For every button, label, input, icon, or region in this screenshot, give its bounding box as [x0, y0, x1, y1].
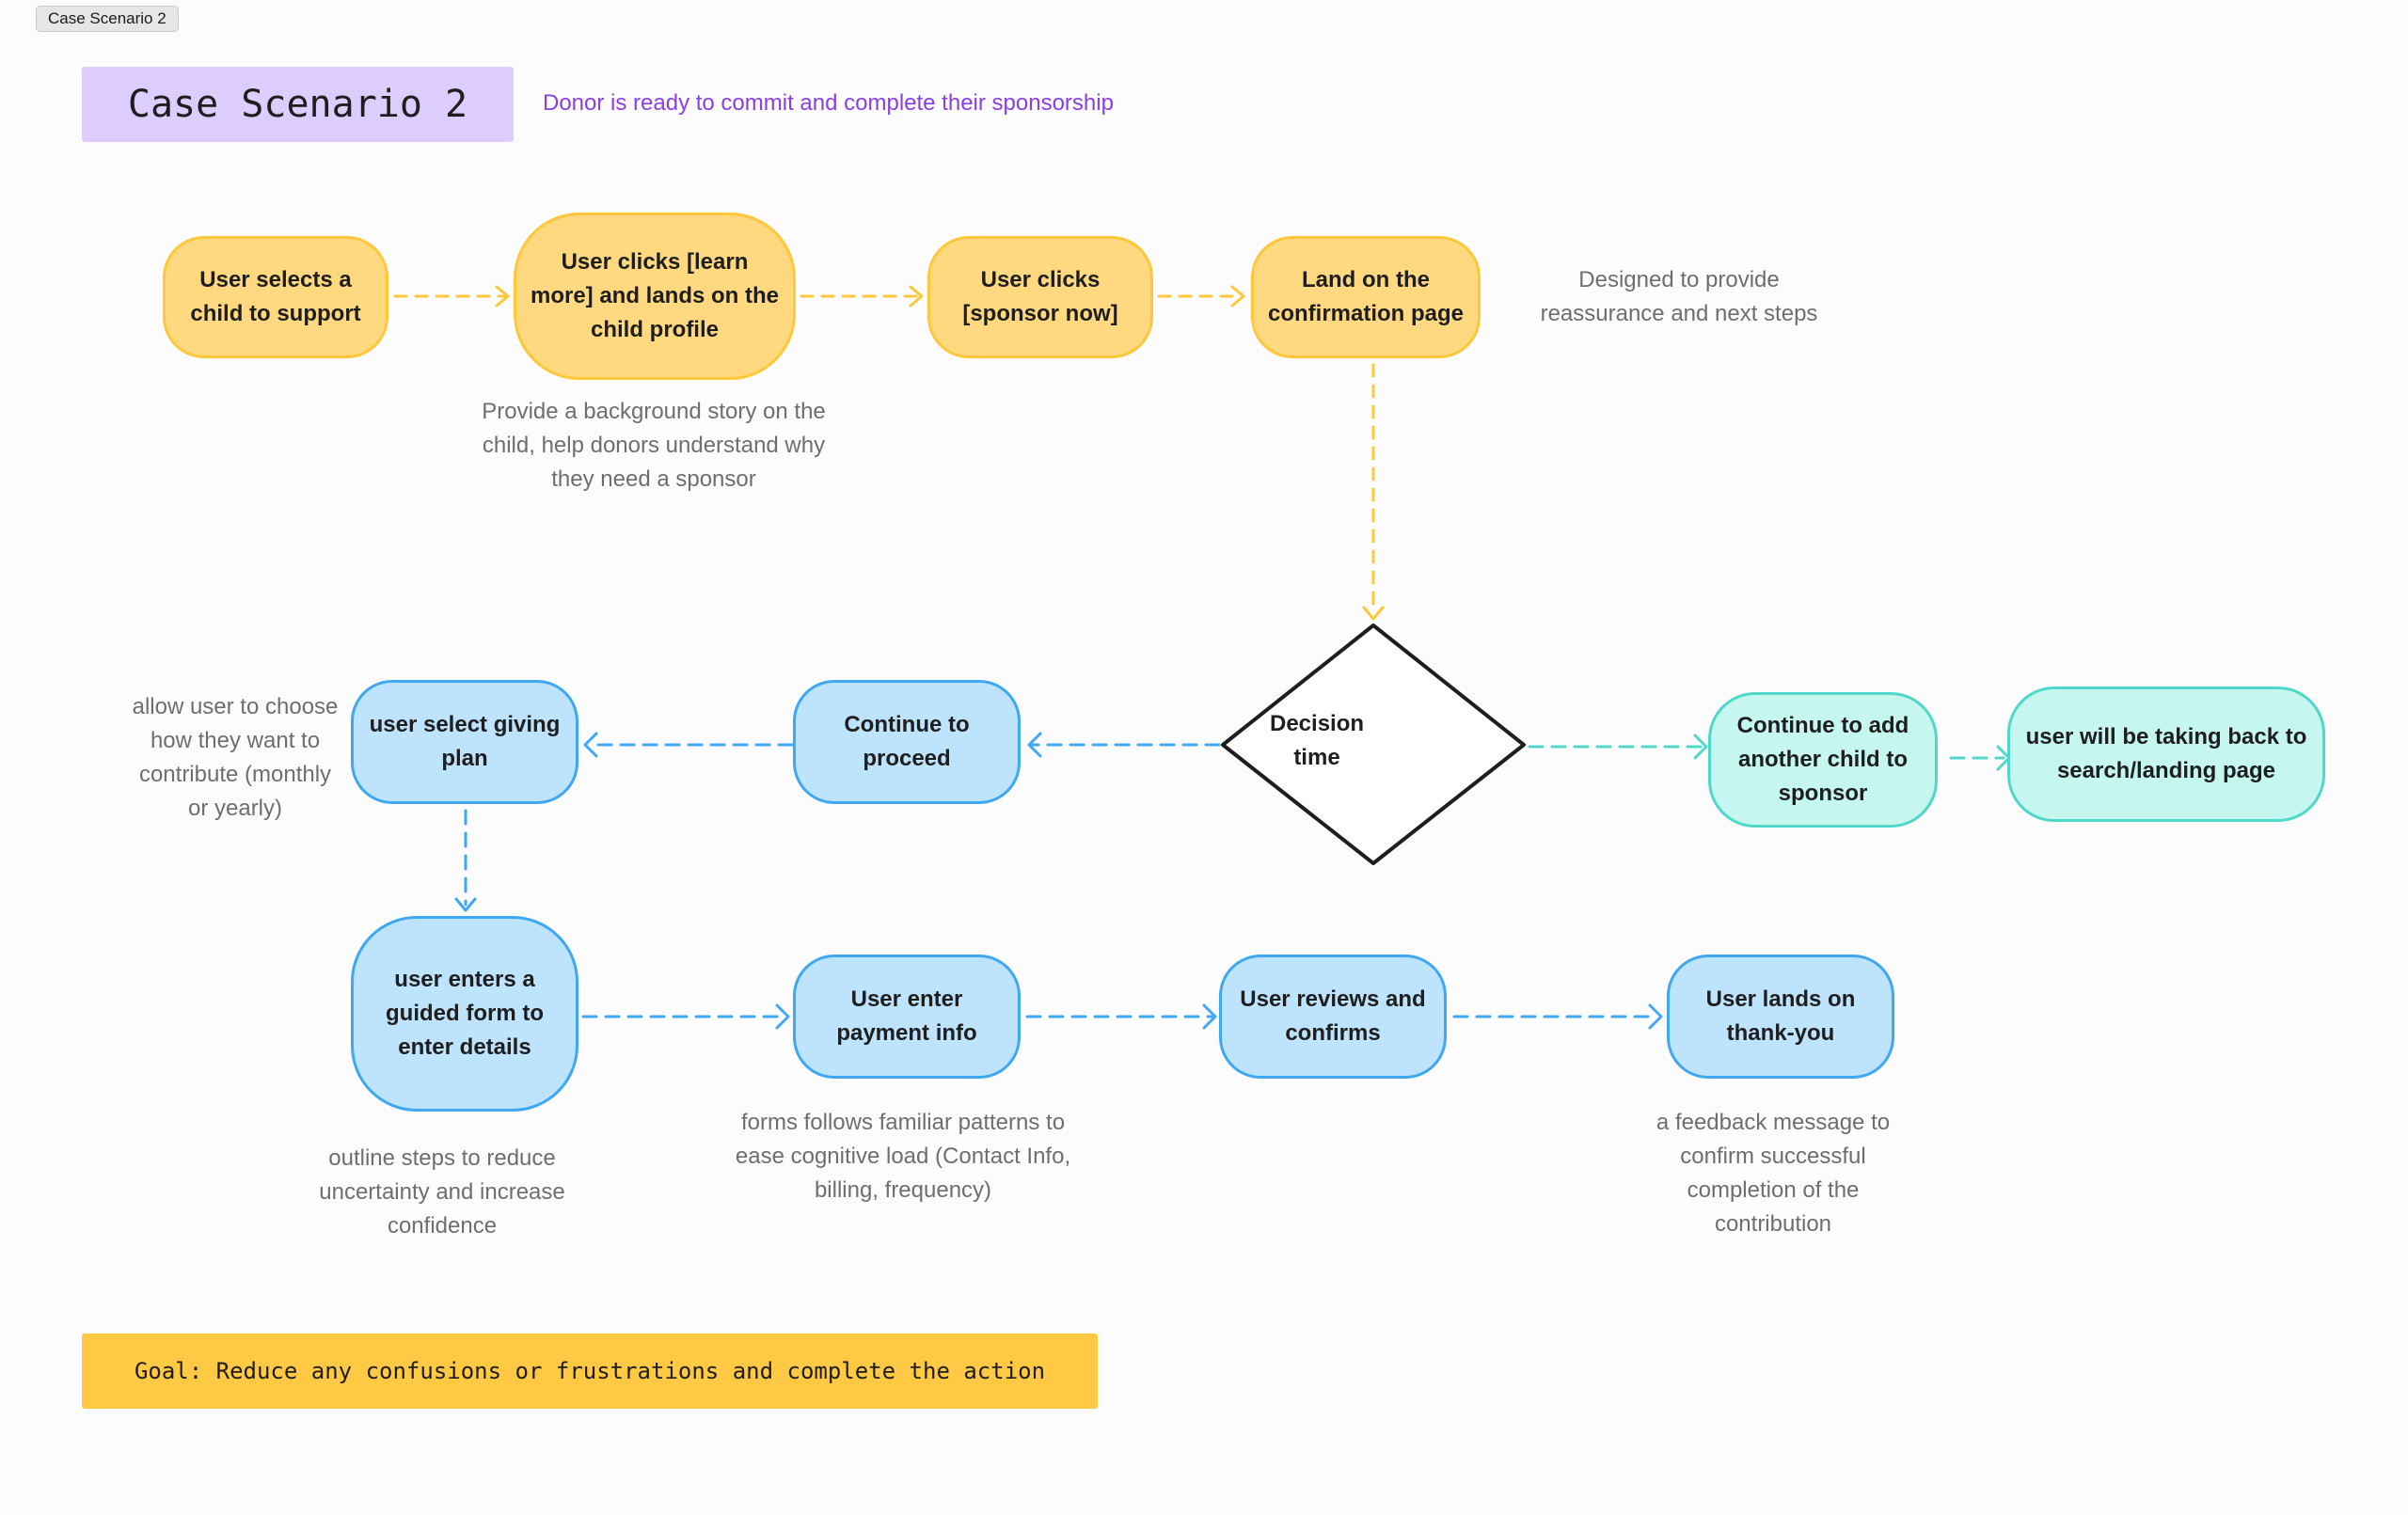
arrowhead: [775, 1003, 790, 1030]
page-title: Case Scenario 2: [82, 67, 514, 142]
note-confirmation: Designed to provide reassurance and next…: [1540, 267, 1818, 326]
node-select-child[interactable]: User selects a child to support: [163, 236, 388, 358]
node-review-confirm[interactable]: User reviews and confirms: [1219, 955, 1447, 1079]
note-giving-plan: allow user to choose how they want to co…: [132, 694, 339, 821]
node-back-to-search[interactable]: user will be taking back to search/landi…: [2007, 686, 2325, 822]
node-guided-form[interactable]: user enters a guided form to enter detai…: [351, 916, 578, 1112]
node-payment-info[interactable]: User enter payment info: [793, 955, 1021, 1079]
node-giving-plan[interactable]: user select giving plan: [351, 680, 578, 804]
node-continue-proceed[interactable]: Continue to proceed: [793, 680, 1021, 804]
decision-diamond: [1221, 623, 1526, 865]
goal-banner: Goal: Reduce any confusions or frustrati…: [82, 1334, 1098, 1409]
node-learn-more[interactable]: User clicks [learn more] and lands on th…: [514, 213, 796, 380]
node-confirmation-page[interactable]: Land on the confirmation page: [1251, 236, 1481, 358]
arrowhead: [909, 285, 924, 308]
decision-label: Decision time: [1270, 711, 1365, 770]
arrowhead: [583, 732, 598, 758]
page-subtitle: Donor is ready to commit and complete th…: [543, 90, 1114, 116]
note-child-profile: Provide a background story on the child,…: [482, 399, 826, 492]
node-continue-add-child[interactable]: Continue to add another child to sponsor: [1708, 692, 1938, 828]
arrowhead: [1027, 732, 1042, 758]
arrowhead: [1693, 734, 1708, 760]
canvas-tab-label[interactable]: Case Scenario 2: [36, 6, 179, 32]
note-forms-patterns: forms follows familiar patterns to ease …: [735, 1110, 1071, 1203]
arrowhead: [1202, 1003, 1217, 1030]
arrowhead: [1648, 1003, 1663, 1030]
node-thank-you[interactable]: User lands on thank-you: [1667, 955, 1894, 1079]
arrowhead: [454, 897, 477, 912]
arrowhead: [495, 285, 510, 308]
node-sponsor-now[interactable]: User clicks [sponsor now]: [927, 236, 1153, 358]
note-feedback: a feedback message to confirm successful…: [1656, 1110, 1891, 1237]
arrowhead: [1362, 606, 1385, 621]
note-guided-form: outline steps to reduce uncertainty and …: [319, 1145, 565, 1239]
arrowhead: [1230, 285, 1245, 308]
